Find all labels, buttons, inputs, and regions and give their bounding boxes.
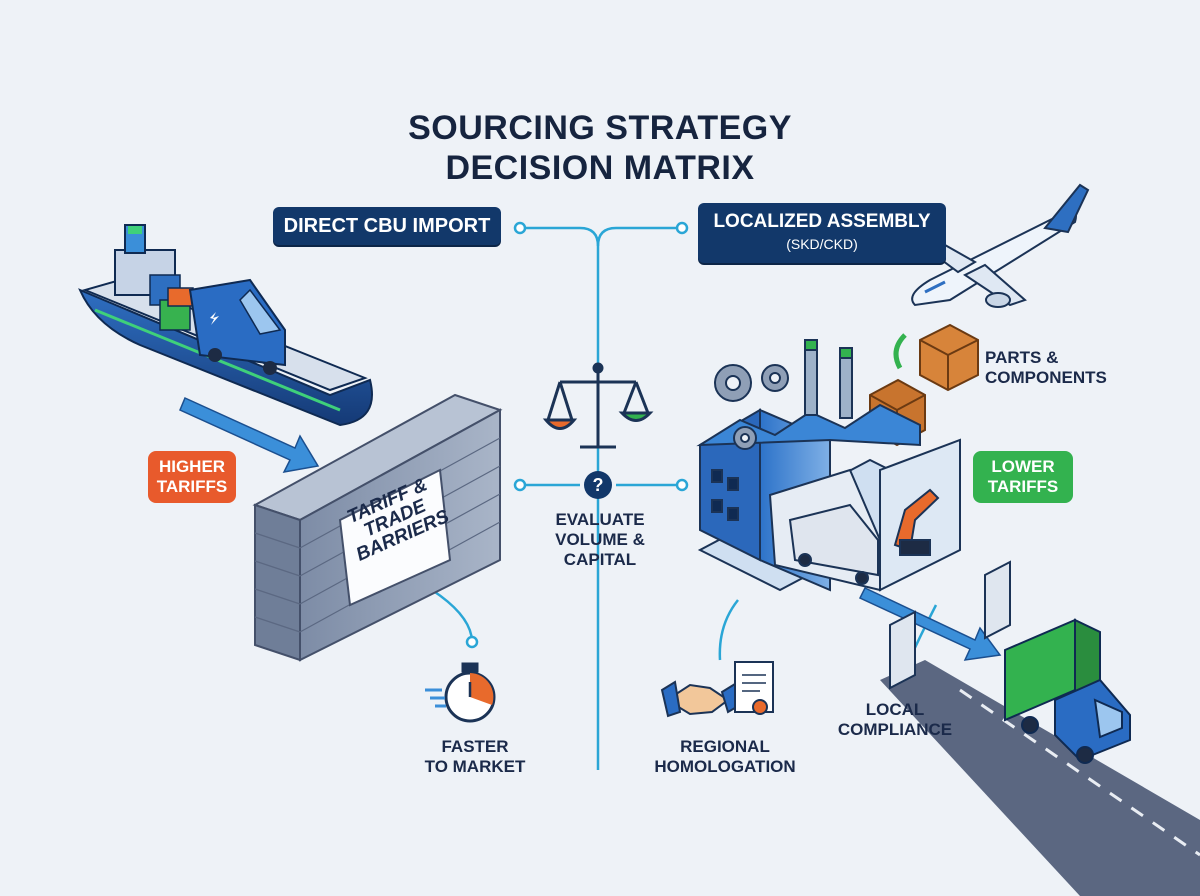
evaluate-label: EVALUATE VOLUME & CAPITAL: [530, 510, 670, 570]
certificate-icon: [734, 661, 774, 715]
option-localized-assembly-label: LOCALIZED ASSEMBLY: [713, 211, 931, 232]
evaluate-line-2: VOLUME &: [555, 530, 645, 549]
parts-line-2: COMPONENTS: [985, 368, 1107, 387]
cargo-ship-icon: [78, 224, 373, 427]
evaluate-line-1: EVALUATE: [555, 510, 645, 529]
faster-to-market-label: FASTER TO MARKET: [400, 737, 550, 777]
truck-icon: [1004, 618, 1131, 764]
airplane-icon: [911, 183, 1090, 308]
higher-tariffs-line-2: TARIFFS: [156, 477, 228, 496]
export-arrow-icon: [858, 587, 1002, 661]
connector-lines: [431, 221, 938, 770]
title-line-1: SOURCING STRATEGY: [408, 109, 792, 147]
regional-line-2: HOMOLOGATION: [654, 757, 796, 776]
parts-components-label: PARTS & COMPONENTS: [985, 348, 1125, 388]
higher-tariffs-tag: HIGHER TARIFFS: [148, 451, 236, 503]
parts-line-1: PARTS &: [985, 348, 1059, 367]
option-direct-import: DIRECT CBU IMPORT: [273, 207, 501, 245]
balance-scale-icon: [542, 362, 654, 449]
road-icon: [880, 660, 1200, 896]
gear-icon: [714, 364, 789, 450]
lower-tariffs-tag: LOWER TARIFFS: [973, 451, 1073, 503]
option-localized-assembly-sublabel: (SKD/CKD): [786, 236, 858, 252]
local-line-1: LOCAL: [865, 700, 925, 719]
brick-wall-icon: [252, 393, 503, 662]
faster-line-2: TO MARKET: [424, 757, 526, 776]
local-line-2: COMPLIANCE: [837, 720, 953, 739]
faster-line-1: FASTER: [441, 737, 509, 756]
lower-tariffs-line-1: LOWER: [991, 457, 1055, 476]
import-arrow-icon: [179, 396, 320, 473]
stopwatch-icon: [425, 662, 496, 723]
local-compliance-label: LOCAL COMPLIANCE: [830, 700, 960, 740]
evaluate-line-3: CAPITAL: [563, 550, 637, 569]
page-title: SOURCING STRATEGY DECISION MATRIX: [0, 108, 1200, 188]
question-icon: [584, 471, 612, 499]
regional-homologation-label: REGIONAL HOMOLOGATION: [640, 737, 810, 777]
handshake-icon: [660, 680, 742, 718]
title-line-2: DECISION MATRIX: [445, 149, 755, 187]
drop-arrow-icon: [893, 333, 907, 370]
regional-line-1: REGIONAL: [680, 737, 770, 756]
factory-icon: [696, 339, 961, 592]
option-localized-assembly: LOCALIZED ASSEMBLY (SKD/CKD): [698, 203, 946, 263]
higher-tariffs-line-1: HIGHER: [158, 457, 226, 476]
gate-icon: [889, 560, 1011, 690]
lower-tariffs-line-2: TARIFFS: [987, 477, 1059, 496]
question-mark: ?: [592, 475, 604, 495]
